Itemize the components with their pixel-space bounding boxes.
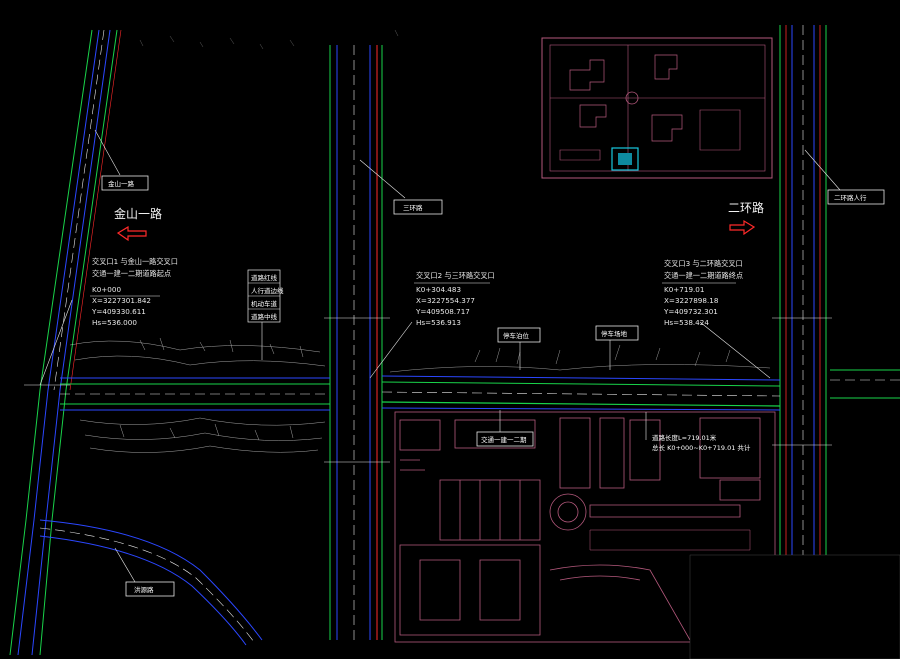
- road-jinshan: [9, 29, 122, 656]
- jd2-title: 交叉口2 与三环路交叉口: [416, 271, 495, 280]
- tag-1-label: 停车泊位: [503, 331, 530, 340]
- road-box-sanhuan-label: 三环路: [403, 203, 423, 212]
- road-bottom-curve: [39, 519, 263, 646]
- intersection-markers: [24, 317, 832, 463]
- road-name-erhuan: 二环路: [728, 200, 764, 215]
- jd1-title: 交叉口1 与金山一路交叉口: [92, 257, 178, 266]
- jd3-subtitle: 交通一建一二期道路终点: [664, 271, 743, 280]
- road-box-bottom: 洪源路: [125, 581, 175, 597]
- tag-5-label: 总长 K0+000~K0+719.01 共计: [652, 443, 751, 452]
- tag-annotation-length: 道路长度L=719.01米 总长 K0+000~K0+719.01 共计: [652, 433, 751, 452]
- jd3-title: 交叉口3 与二环路交叉口: [664, 259, 743, 268]
- jd2-y: Y=409508.717: [415, 307, 470, 316]
- tag-box-1: 停车泊位: [497, 327, 541, 343]
- point-jd3: 交叉口3 与二环路交叉口 交通一建一二期道路终点 K0+719.01 X=322…: [662, 259, 743, 327]
- legend-table: 道路红线 人行道边线 机动车道 道路中线: [247, 269, 284, 323]
- road-sanhuan: [329, 45, 383, 640]
- road-box-bottom-label: 洪源路: [134, 585, 154, 594]
- jd2-x: X=3227554.377: [416, 296, 475, 305]
- jd1-k: K0+000: [92, 285, 121, 294]
- jd2-k: K0+304.483: [416, 285, 461, 294]
- jd1-x: X=3227301.842: [92, 296, 151, 305]
- jd3-y: Y=409732.301: [663, 307, 718, 316]
- arrow-right-icon: [729, 219, 756, 236]
- terrain-hatch-left: [69, 337, 326, 453]
- road-box-erhuan-label: 二环路人行: [834, 193, 867, 202]
- tag-box-3: 交通一建一二期: [476, 431, 534, 447]
- tag-3-label: 交通一建一二期: [481, 435, 527, 444]
- tag-4-label: 道路长度L=719.01米: [652, 433, 717, 442]
- road-box-erhuan: 二环路人行: [827, 189, 885, 205]
- jd2-h: Hs=536.913: [416, 318, 461, 327]
- point-jd2: 交叉口2 与三环路交叉口 K0+304.483 X=3227554.377 Y=…: [414, 271, 495, 327]
- empty-region: [689, 554, 900, 659]
- legend-item-0: 道路红线: [251, 273, 278, 282]
- road-box-jinshan-label: 金山一路: [108, 179, 135, 188]
- jd3-x: X=3227898.18: [664, 296, 719, 305]
- road-erhuan: [779, 25, 900, 560]
- jd1-subtitle: 交通一建一二期道路起点: [92, 269, 171, 278]
- terrain-hatch-right: [389, 344, 771, 373]
- jd3-k: K0+719.01: [664, 285, 704, 294]
- road-name-jinshan: 金山一路: [114, 206, 162, 221]
- leader-lines: [39, 129, 841, 583]
- terrain-top: [139, 29, 399, 50]
- legend-item-1: 人行道边线: [251, 286, 284, 295]
- legend-item-3: 道路中线: [251, 312, 278, 321]
- legend-item-2: 机动车道: [251, 299, 278, 308]
- tag-box-2: 停车场地: [595, 325, 639, 341]
- tag-2-label: 停车场地: [601, 329, 628, 338]
- building-complex-bottom: [394, 411, 776, 643]
- jd1-h: Hs=536.000: [92, 318, 137, 327]
- arrow-left-icon: [116, 225, 147, 242]
- road-box-sanhuan: 三环路: [393, 199, 443, 215]
- jd3-h: Hs=538.424: [664, 318, 709, 327]
- building-complex-top-right: [541, 37, 773, 179]
- jd1-y: Y=409330.611: [91, 307, 146, 316]
- road-box-jinshan: 金山一路: [101, 175, 149, 191]
- road-main-horizontal: [60, 375, 781, 411]
- point-jd1: 交叉口1 与金山一路交叉口 交通一建一二期道路起点 K0+000 X=32273…: [90, 257, 178, 327]
